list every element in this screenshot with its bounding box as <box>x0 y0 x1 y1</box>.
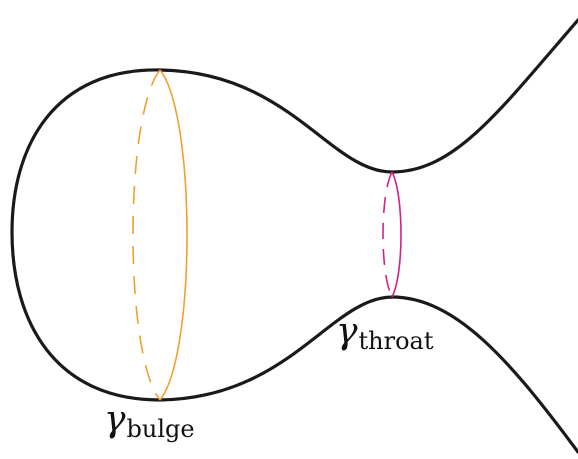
throat-curve-front <box>391 171 402 298</box>
throat-curve-back <box>382 171 393 298</box>
bulge-subscript: bulge <box>126 415 195 443</box>
gamma-bulge-label: γbulge <box>104 399 195 442</box>
gamma-throat-label: γthroat <box>336 311 434 354</box>
gamma-symbol: γ <box>336 311 358 352</box>
throat-subscript: throat <box>358 327 434 355</box>
gamma-symbol: γ <box>104 399 126 440</box>
surface-upper-outline <box>10 18 578 234</box>
bulge-curve-front <box>159 69 188 401</box>
surface-lower-outline <box>10 230 578 454</box>
bulge-curve-back <box>132 69 161 401</box>
